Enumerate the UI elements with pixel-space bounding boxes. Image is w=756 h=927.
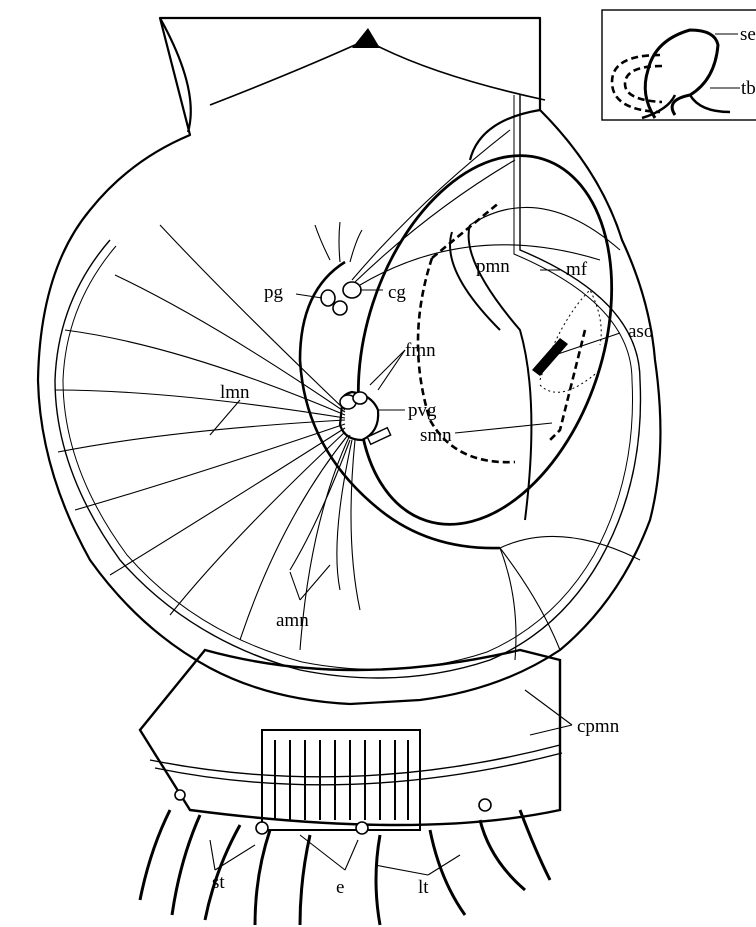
posterior-dashed <box>432 202 585 440</box>
label-lt: lt <box>418 877 429 898</box>
label-tb: tb <box>741 78 756 99</box>
label-pmn: pmn <box>476 256 510 277</box>
label-se: se <box>740 24 756 45</box>
ligament-triangle <box>352 28 380 48</box>
label-smn: smn <box>420 425 452 446</box>
circumpallial-nerve-inner <box>63 95 633 670</box>
label-pg: pg <box>264 282 284 303</box>
label-cg: cg <box>388 282 406 303</box>
adductor-muscle <box>314 123 656 557</box>
velum-box <box>262 730 420 830</box>
mantle-nerve-cross <box>150 745 562 785</box>
aso-organ <box>532 338 568 376</box>
aso-dotted <box>540 290 601 392</box>
label-aso: aso <box>628 321 653 342</box>
pvg-lobe-2 <box>353 392 367 404</box>
label-amn: amn <box>276 610 309 631</box>
circumpallial-nerve <box>55 95 641 678</box>
hinge-line <box>160 18 540 160</box>
umbo-curve <box>210 40 545 105</box>
label-cpmn: cpmn <box>577 716 620 737</box>
label-lmn: lmn <box>220 382 250 403</box>
cerebral-ganglion <box>343 282 361 298</box>
label-fmn: fmn <box>405 340 436 361</box>
shell-outline <box>38 18 660 704</box>
tentacles <box>140 810 550 925</box>
pedal-ganglion-a <box>321 290 335 306</box>
label-mf: mf <box>566 259 588 280</box>
label-pvg: pvg <box>408 400 437 421</box>
label-e: e <box>336 877 344 898</box>
eyes <box>175 790 491 834</box>
lateral-mantle-nerves <box>55 225 350 650</box>
label-st: st <box>212 872 225 893</box>
velum-stripes <box>275 740 408 820</box>
pedal-ganglion-b <box>333 301 347 315</box>
